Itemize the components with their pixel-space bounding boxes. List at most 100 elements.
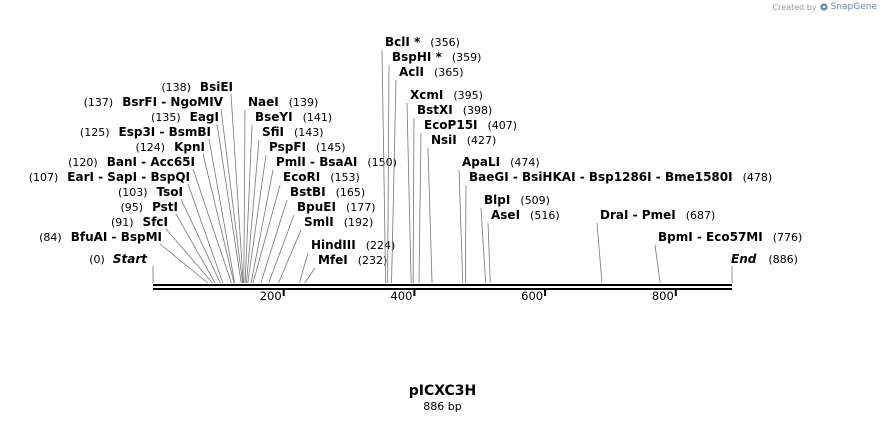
end-position-label: (886) bbox=[768, 253, 798, 266]
site-bcli[interactable]: BclI *(356) bbox=[381, 35, 460, 284]
site-position-label: (224) bbox=[366, 239, 396, 252]
site-enzyme-label: EagI bbox=[190, 110, 219, 124]
site-connector bbox=[175, 213, 216, 284]
site-position-label: (103) bbox=[118, 186, 148, 199]
site-position-label: (509) bbox=[520, 194, 550, 207]
ruler-tick-label: 800 bbox=[652, 289, 674, 303]
site-position-label: (165) bbox=[336, 186, 366, 199]
site-bani[interactable]: (120)BanI - Acc65I bbox=[68, 155, 232, 284]
site-bpuei[interactable]: BpuEI(177) bbox=[268, 200, 376, 284]
site-enzyme-label: SfiI bbox=[262, 125, 284, 139]
site-enzyme-label: TsoI bbox=[157, 185, 183, 199]
site-bsphi[interactable]: BspHI * (359) bbox=[387, 50, 482, 284]
site-enzyme-label: PspFI bbox=[269, 140, 306, 154]
plasmid-length: 886 bp bbox=[423, 400, 462, 413]
site-connector bbox=[304, 267, 316, 284]
site-enzyme-label: EarI - SapI - BspQI bbox=[67, 170, 190, 184]
site-position-label: (145) bbox=[316, 141, 346, 154]
site-sfii[interactable]: SfiI(143) bbox=[246, 125, 324, 284]
plasmid-name: pICXC3H bbox=[408, 383, 477, 399]
site-enzyme-label: SmlI bbox=[304, 215, 334, 229]
site-pmli[interactable]: PmlI - BsaAI(150) bbox=[250, 155, 397, 284]
site-enzyme-label: BspHI * bbox=[392, 50, 443, 64]
site-kpni[interactable]: (124)KpnI bbox=[136, 140, 235, 284]
site-enzyme-label: PstI bbox=[152, 200, 178, 214]
site-psti[interactable]: (95)PstI bbox=[120, 200, 216, 284]
site-position-label: (141) bbox=[303, 111, 333, 124]
site-connector bbox=[159, 243, 209, 284]
site-nsii[interactable]: NsiI(427) bbox=[427, 133, 497, 284]
site-enzyme-label: DraI - PmeI bbox=[600, 208, 676, 222]
site-position-label: (125) bbox=[80, 126, 110, 139]
site-connector bbox=[278, 229, 302, 284]
credit-prefix: Created by bbox=[772, 2, 817, 12]
ruler-tick-label: 600 bbox=[521, 289, 543, 303]
site-position-label: (365) bbox=[434, 66, 464, 79]
site-enzyme-label: BseYI bbox=[255, 110, 293, 124]
site-enzyme-label: BstXI bbox=[417, 103, 453, 117]
site-baegi[interactable]: BaeGI - BsiHKAI - Bsp1286I - Bme1580I(47… bbox=[464, 170, 773, 284]
site-connector bbox=[412, 117, 415, 284]
site-connector bbox=[230, 93, 244, 284]
site-position-label: (135) bbox=[151, 111, 181, 124]
site-enzyme-label: Esp3I - BsmBI bbox=[119, 125, 211, 139]
site-connector bbox=[391, 79, 397, 284]
site-tsoi[interactable]: (103) TsoI bbox=[118, 185, 221, 284]
site-position-label: (177) bbox=[346, 201, 376, 214]
site-connector bbox=[243, 109, 246, 284]
site-smli[interactable]: SmlI (192) bbox=[278, 215, 374, 284]
site-enzyme-label: NaeI bbox=[248, 95, 279, 109]
site-enzyme-label: ApaLI bbox=[462, 155, 500, 169]
site-bseyi[interactable]: BseYI (141) bbox=[244, 110, 333, 284]
site-position-label: (398) bbox=[463, 104, 493, 117]
site-sfci[interactable]: (91)SfcI bbox=[111, 215, 213, 284]
site-enzyme-label: BclI * bbox=[385, 35, 421, 49]
site-bstxi[interactable]: BstXI (398) bbox=[412, 103, 493, 284]
site-connector bbox=[480, 207, 487, 284]
site-connector bbox=[654, 244, 661, 284]
site-asei[interactable]: AseI (516) bbox=[487, 208, 560, 284]
site-enzyme-label: AseI bbox=[491, 208, 520, 222]
site-enzyme-label: BsrFI - NgoMIV bbox=[122, 95, 223, 109]
site-enzyme-label: EcoP15I bbox=[424, 118, 478, 132]
site-position-label: (192) bbox=[344, 216, 374, 229]
site-drai[interactable]: DraI - PmeI(687) bbox=[596, 208, 715, 284]
site-position-label: (427) bbox=[467, 134, 497, 147]
site-enzyme-label: PmlI - BsaAI bbox=[276, 155, 357, 169]
site-position-label: (407) bbox=[488, 119, 518, 132]
site-eagi[interactable]: (135) EagI bbox=[151, 110, 242, 284]
site-naei[interactable]: NaeI(139) bbox=[243, 95, 319, 284]
site-pspfi[interactable]: PspFI (145) bbox=[247, 140, 346, 284]
site-position-label: (359) bbox=[452, 51, 482, 64]
credit-brand: SnapGene bbox=[830, 2, 877, 12]
site-connector bbox=[458, 169, 464, 284]
site-xcmi[interactable]: XcmI(395) bbox=[406, 88, 483, 284]
site-ecori[interactable]: EcoRI(153) bbox=[252, 170, 360, 284]
start-label: Start bbox=[113, 252, 148, 266]
site-connector bbox=[268, 214, 295, 284]
site-connector bbox=[260, 199, 288, 284]
site-bsrfi[interactable]: (137)BsrFI - NgoMIV bbox=[84, 95, 243, 284]
site-position-label: (232) bbox=[358, 254, 388, 267]
site-ecop15i[interactable]: EcoP15I (407) bbox=[418, 118, 518, 284]
site-connector bbox=[252, 184, 281, 284]
site-enzyme-label: BlpI bbox=[484, 193, 510, 207]
site-bfuai[interactable]: (84)BfuAI - BspMI bbox=[39, 230, 209, 284]
site-connector bbox=[165, 228, 213, 284]
site-position-label: (120) bbox=[68, 156, 98, 169]
site-bstbi[interactable]: BstBI(165) bbox=[260, 185, 366, 284]
site-esp3i[interactable]: (125) Esp3I - BsmBI bbox=[80, 125, 236, 284]
site-enzyme-label: EcoRI bbox=[283, 170, 320, 184]
site-position-label: (474) bbox=[510, 156, 540, 169]
site-position-label: (478) bbox=[743, 171, 773, 184]
site-apali[interactable]: ApaLI (474) bbox=[458, 155, 540, 284]
site-acli[interactable]: AclI(365) bbox=[391, 65, 464, 284]
site-position-label: (516) bbox=[530, 209, 560, 222]
site-position-label: (395) bbox=[453, 89, 483, 102]
site-connector bbox=[220, 108, 243, 284]
site-mfei[interactable]: MfeI(232) bbox=[304, 253, 388, 284]
site-blpi[interactable]: BlpI (509) bbox=[480, 193, 550, 284]
site-bpmi[interactable]: BpmI - Eco57MI(776) bbox=[654, 230, 802, 284]
site-bsiei[interactable]: (138)BsiEI bbox=[161, 80, 244, 284]
site-eari[interactable]: (107)EarI - SapI - BspQI bbox=[29, 170, 224, 284]
